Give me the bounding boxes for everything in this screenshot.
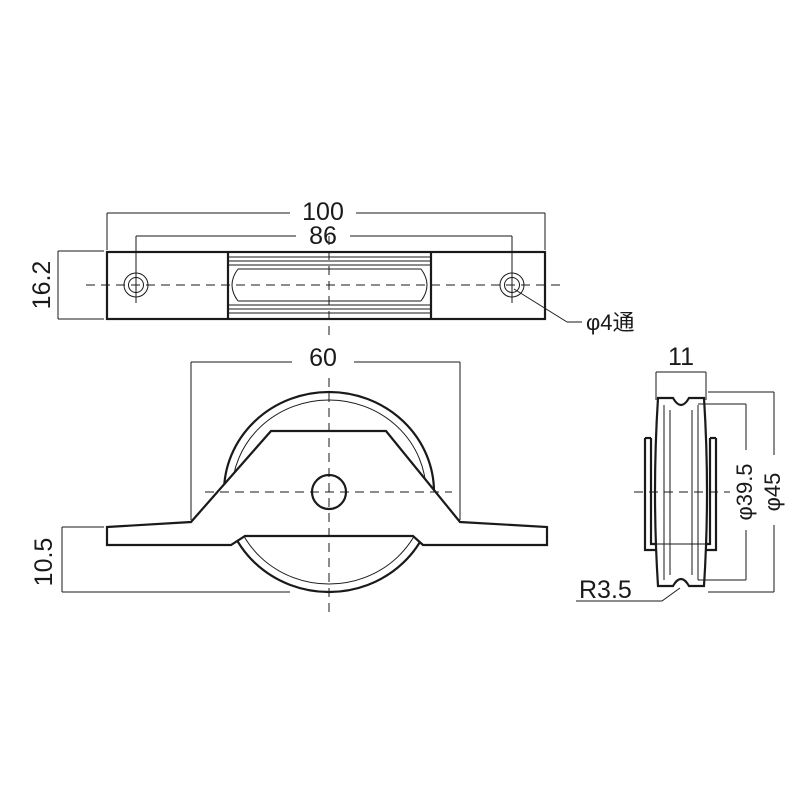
dim-wheel-width: 11 (655, 343, 707, 400)
bracket-body (105, 429, 549, 547)
label-outer-diameter: φ45 (760, 473, 785, 512)
label-groove-diameter: φ39.5 (732, 463, 757, 520)
front-view: 60 10.5 (30, 344, 549, 612)
dim-overall-length: 100 (106, 198, 546, 250)
leader-hole-note: φ4通 (513, 288, 635, 335)
leader-groove-radius: R3.5 (576, 576, 681, 604)
dim-outer-diameter: φ45 (708, 391, 785, 593)
label-overall-length: 100 (302, 198, 344, 226)
label-base-span: 60 (309, 344, 337, 372)
label-plate-width: 16.2 (28, 261, 56, 310)
dim-base-span: 60 (190, 344, 461, 520)
dim-hole-pitch: 86 (135, 222, 513, 270)
label-wheel-width: 11 (668, 343, 694, 371)
top-view: 100 86 16.2 (28, 198, 635, 340)
dim-base-thickness: 10.5 (30, 526, 290, 593)
side-view: 11 φ39.5 φ45 (576, 343, 785, 604)
label-base-thickness: 10.5 (30, 538, 58, 587)
dim-plate-width: 16.2 (28, 250, 104, 320)
label-hole-note: φ4通 (586, 310, 635, 335)
label-hole-pitch: 86 (309, 222, 337, 250)
dim-groove-diameter: φ39.5 (698, 403, 757, 581)
label-groove-radius: R3.5 (579, 576, 632, 604)
